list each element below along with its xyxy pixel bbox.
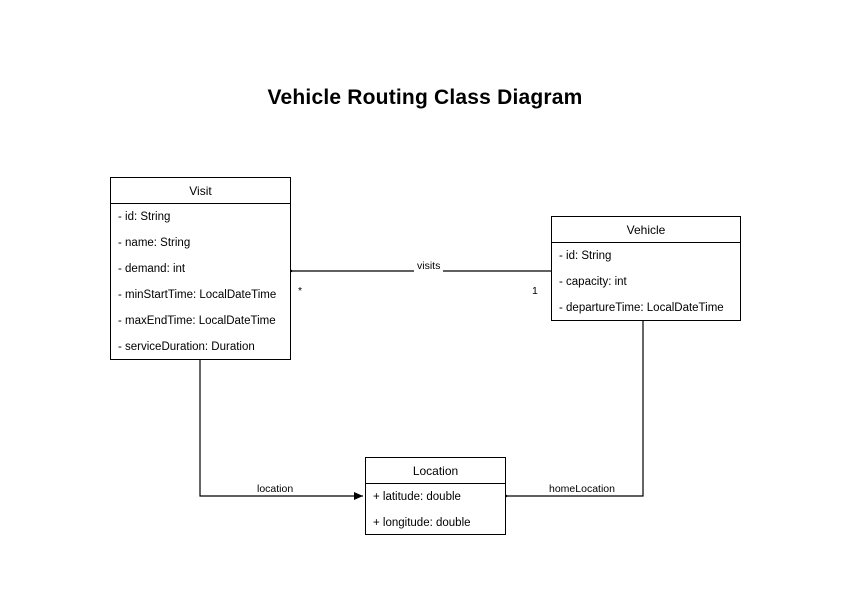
edge-label-home-location: homeLocation [546,483,618,495]
uml-attribute: - demand: int [118,263,186,275]
uml-class-name-location: Location [366,458,505,484]
uml-class-visit[interactable]: Visit - id: String - name: String - dema… [110,177,291,360]
uml-attributes-visit: - id: String - name: String - demand: in… [111,204,290,360]
uml-attribute: - id: String [559,250,612,262]
uml-attribute: + latitude: double [373,491,461,503]
multiplicity-vehicle-side: 1 [532,285,538,297]
uml-class-vehicle[interactable]: Vehicle - id: String - capacity: int - d… [551,216,741,321]
edge-label-location: location [254,483,297,495]
uml-attribute: - name: String [118,237,191,249]
uml-attribute: - minStartTime: LocalDateTime [118,289,277,301]
edge-home-location [500,321,644,500]
uml-attributes-vehicle: - id: String - capacity: int - departure… [552,243,740,321]
uml-attribute: - capacity: int [559,276,627,288]
uml-attribute: + longitude: double [373,517,471,529]
multiplicity-visit-side: * [298,285,303,297]
uml-attribute: - maxEndTime: LocalDateTime [118,315,276,327]
edge-location [199,360,363,500]
uml-attribute: - departureTime: LocalDateTime [559,302,724,314]
uml-attribute: - serviceDuration: Duration [118,341,255,353]
uml-class-name-visit: Visit [111,178,290,204]
page-title: Vehicle Routing Class Diagram [267,86,583,109]
uml-class-name-vehicle: Vehicle [552,217,740,243]
uml-attributes-location: + latitude: double + longitude: double [366,484,505,535]
edge-label-visits: visits [414,260,444,272]
uml-class-location[interactable]: Location + latitude: double + longitude:… [365,457,506,535]
uml-attribute: - id: String [118,211,171,223]
